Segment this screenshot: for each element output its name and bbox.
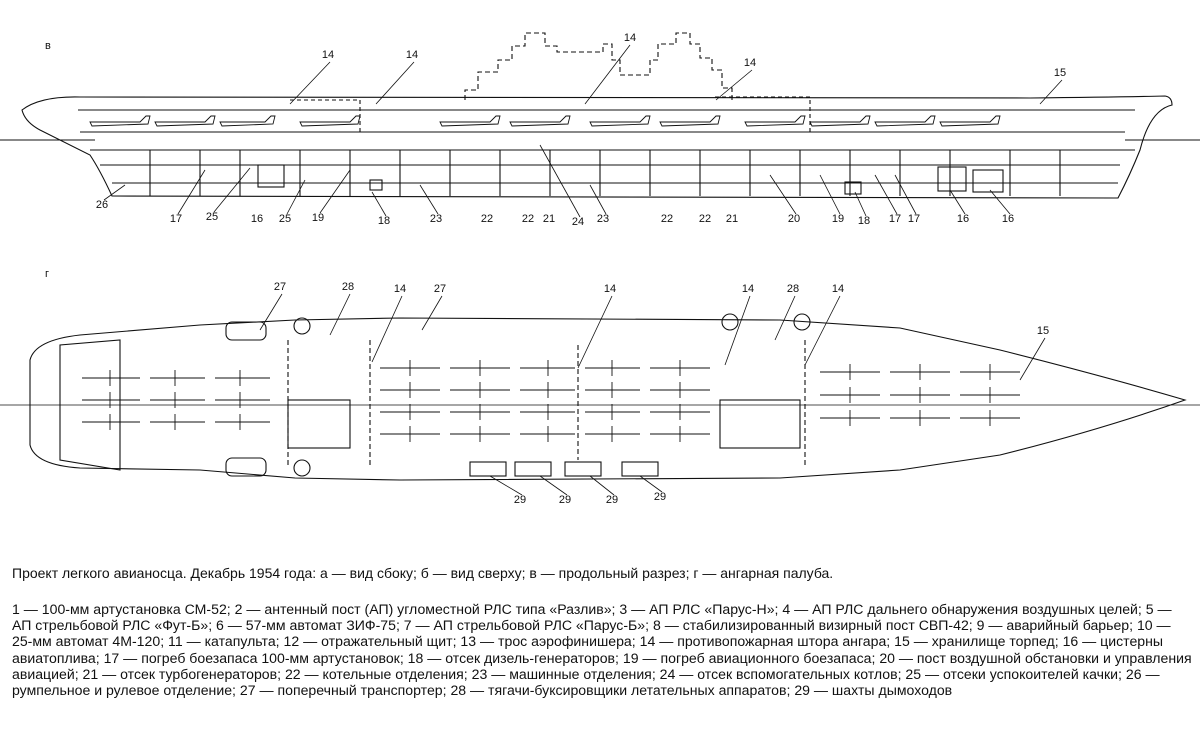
plan-callout-10: 29 [559,494,571,506]
plan-callout-2: 14 [394,283,406,295]
side-callout-3: 14 [744,57,756,69]
side-callout-9: 25 [279,213,291,225]
side-callout-16: 24 [572,216,584,228]
side-callout-15: 21 [543,213,555,225]
figure-legend: 1 — 100-мм артустановка СМ-52; 2 — антен… [12,601,1192,699]
plan-callout-3: 27 [434,283,446,295]
hangar-aircraft [82,360,1020,442]
side-callout-11: 18 [378,215,390,227]
plan-callout-0: 27 [274,281,286,293]
plan-callout-9: 29 [514,494,526,506]
side-callout-0: 14 [322,49,334,61]
plan-callout-8: 15 [1037,325,1049,337]
side-callout-14: 22 [522,213,534,225]
side-callout-21: 20 [788,213,800,225]
plan-callout-11: 29 [606,494,618,506]
side-callout-4: 15 [1054,67,1066,79]
side-callout-23: 18 [858,215,870,227]
side-callouts: 14 14 14 14 15 26 17 25 16 25 19 18 23 22 22 21 24 23 22 22… [96,32,1066,228]
side-callout-1: 14 [406,49,418,61]
view-letter-plan: г [45,268,50,280]
plan-callout-5: 14 [742,283,754,295]
side-callout-2: 14 [624,32,636,44]
plan-callout-4: 14 [604,283,616,295]
side-section-view [0,32,1200,218]
side-callout-13: 22 [481,213,493,225]
ship-drawing: 14 14 14 14 15 26 17 25 16 25 19 18 23 22 22 21 24 23 22 22… [0,32,1200,506]
side-callout-8: 16 [251,213,263,225]
view-letter-side: в [45,40,51,52]
side-callout-17: 23 [597,213,609,225]
side-callout-5: 26 [96,199,108,211]
hangar-deck-plan-view [0,293,1200,496]
plan-callout-6: 28 [787,283,799,295]
hull-plan-outline [29,317,1187,481]
side-callout-12: 23 [430,213,442,225]
plan-callout-7: 14 [832,283,844,295]
figure-caption: Проект легкого авианосца. Декабрь 1954 г… [12,565,834,581]
side-callout-27: 16 [1002,213,1014,225]
side-callout-25: 17 [908,213,920,225]
plan-callout-1: 28 [342,281,354,293]
side-callout-7: 25 [206,211,218,223]
plan-callouts: 27 28 14 27 14 14 28 14 15 29 29 29 29 [274,281,1049,506]
side-callout-24: 17 [889,213,901,225]
side-callout-20: 21 [726,213,738,225]
island-outline [464,32,733,100]
side-callout-6: 17 [170,213,182,225]
side-callout-19: 22 [699,213,711,225]
side-callout-10: 19 [312,212,324,224]
side-callout-26: 16 [957,213,969,225]
plan-callout-12: 29 [654,491,666,503]
side-callout-18: 22 [661,213,673,225]
side-callout-22: 19 [832,213,844,225]
